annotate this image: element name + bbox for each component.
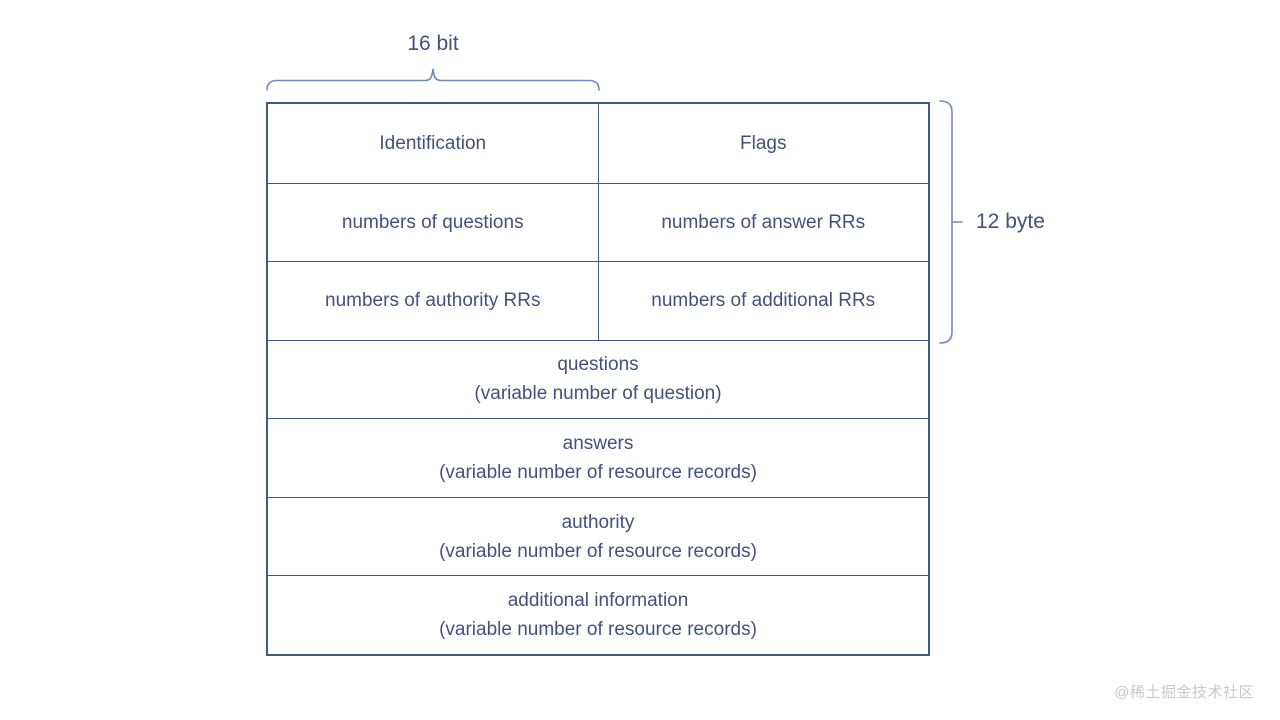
top-brace-icon [266,68,600,91]
cell-questions-section: questions (variable number of question) [268,341,928,419]
cell-identification: Identification [268,104,599,183]
cell-numbers-of-answer-rrs: numbers of answer RRs [661,211,866,233]
section-title: authority [561,511,635,533]
table-row-identification-flags: Identification Flags [268,104,928,183]
section-title: additional information [507,590,689,612]
cell-authority-section: authority (variable number of resource r… [268,498,928,576]
right-bracket-icon [939,100,963,344]
cell-additional-section: additional information (variable number … [268,576,928,654]
section-subtitle: (variable number of resource records) [439,619,757,641]
table-row-answers-section: answers (variable number of resource rec… [268,418,928,497]
table-row-additional-section: additional information (variable number … [268,575,928,654]
section-title: questions [557,354,639,376]
section-subtitle: (variable number of resource records) [439,540,757,562]
cell-numbers-of-questions: numbers of questions [268,183,599,262]
cell-flags: Flags [740,132,787,154]
watermark-text: @稀土掘金技术社区 [1114,684,1254,701]
cell-numbers-of-authority-rrs: numbers of authority RRs [268,262,599,340]
bit-width-label: 16 bit [407,32,459,55]
table-row-questions-section: questions (variable number of question) [268,339,928,419]
table-row-question-answer-counts: numbers of questions numbers of answer R… [268,182,928,262]
section-subtitle: (variable number of question) [474,383,722,405]
byte-size-label: 12 byte [976,210,1045,233]
packet-structure-table: Identification Flags numbers of question… [266,102,930,656]
table-row-authority-additional-counts: numbers of authority RRs numbers of addi… [268,261,928,340]
table-row-authority-section: authority (variable number of resource r… [268,496,928,576]
cell-answers-section: answers (variable number of resource rec… [268,419,928,497]
section-subtitle: (variable number of resource records) [439,462,757,484]
section-title: answers [562,433,634,455]
cell-numbers-of-additional-rrs: numbers of additional RRs [651,290,876,312]
